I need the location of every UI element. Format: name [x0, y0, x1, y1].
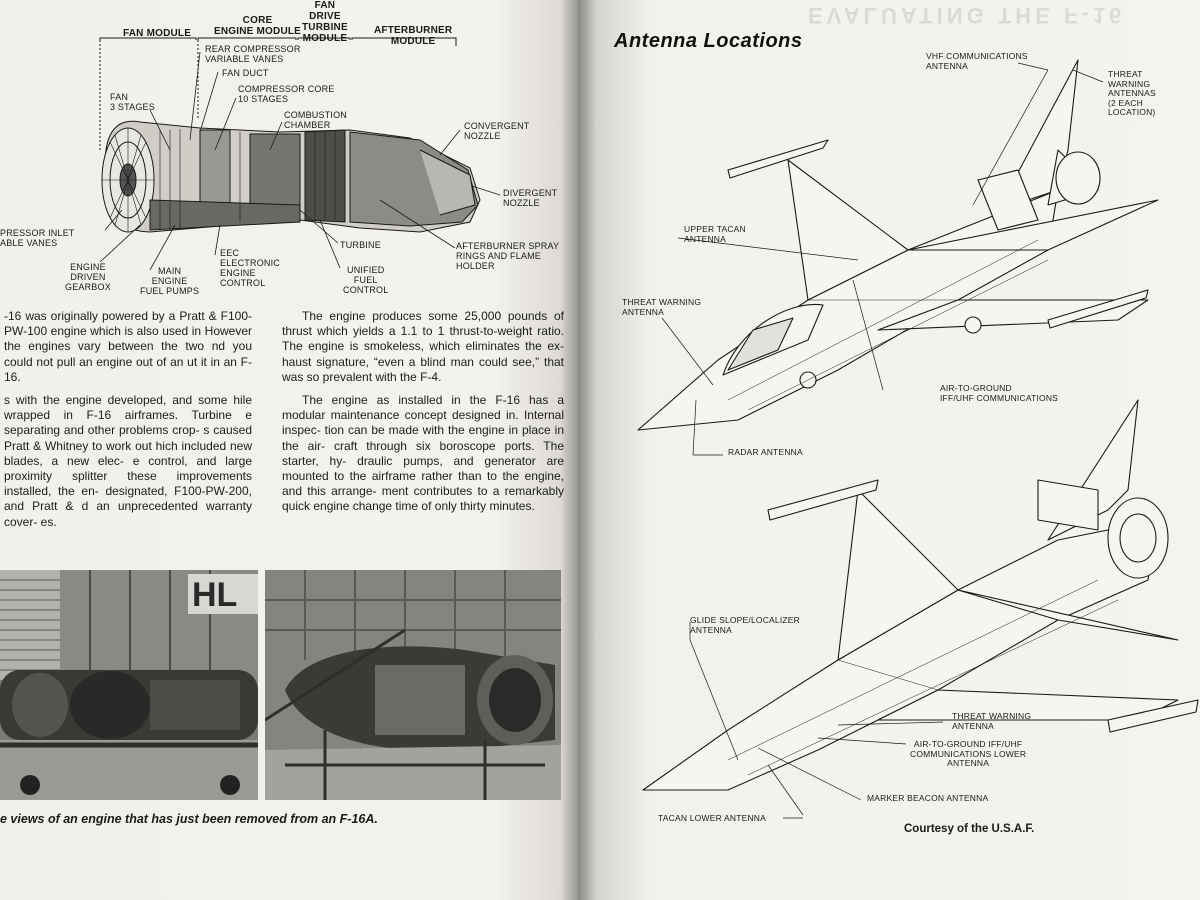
combustion-chamber-label: COMBUSTION CHAMBER — [284, 110, 348, 130]
unified-fuel-control-label: UNIFIED FUEL CONTROL — [343, 265, 389, 295]
engine-drawing — [99, 37, 501, 271]
compressor-core-label: COMPRESSOR CORE 10 STAGES — [238, 84, 335, 104]
threat-warning-left-label: THREAT WARNING ANTENNA — [622, 297, 702, 317]
antenna-locations-diagram: VHF COMMUNICATIONS ANTENNA THREAT WARNIN… — [578, 0, 1200, 900]
section-title: Antenna Locations — [614, 30, 803, 52]
turbine-label: TURBINE — [340, 240, 381, 250]
compressor-inlet-vanes-label: PRESSOR INLET ABLE VANES — [0, 228, 75, 248]
credit-line: Courtesy of the U.S.A.F. — [904, 823, 1035, 835]
glide-slope-label: GLIDE SLOPE/LOCALIZER ANTENNA — [690, 615, 801, 635]
afterburner-module-label: AFTERBURNER MODULE — [374, 25, 453, 47]
afterburner-spray-label: AFTERBURNER SPRAY RINGS AND FLAME HOLDER — [456, 241, 560, 271]
air-to-ground-lower-label: AIR-TO-GROUND IFF/UHF COMMUNICATIONS LOW… — [910, 739, 1027, 769]
threat-warning-antennas-label: THREAT WARNING ANTENNAS (2 EACH LOCATION… — [1108, 69, 1156, 118]
hangar-sign: HL — [192, 576, 238, 614]
eec-label: EEC ELECTRONIC ENGINE CONTROL — [220, 248, 281, 288]
tacan-lower-label: TACAN LOWER ANTENNA — [658, 813, 767, 823]
convergent-nozzle-label: CONVERGENT NOZZLE — [464, 121, 530, 141]
rear-compressor-label: REAR COMPRESSOR VARIABLE VANES — [205, 44, 301, 64]
vhf-antenna-label: VHF COMMUNICATIONS ANTENNA — [926, 51, 1028, 71]
body-text-column-2: The engine produces some 25,000 pounds o… — [282, 309, 564, 523]
right-page — [578, 0, 1200, 900]
paragraph: s with the engine developed, and some hi… — [4, 393, 252, 529]
engine-cutaway-diagram: FAN MODULE CORE ENGINE MODULE FAN DRIVE … — [0, 0, 578, 300]
photo-caption: e views of an engine that has just been … — [0, 812, 378, 826]
air-to-ground-iff-label: AIR-TO-GROUND IFF/UHF COMMUNICATIONS — [940, 383, 1059, 403]
core-engine-module-label: CORE ENGINE MODULE — [214, 15, 302, 37]
f16-line-drawings — [637, 59, 1199, 819]
fan-drive-turbine-module-label: FAN DRIVE TURBINE MODULE — [302, 0, 348, 44]
main-engine-fuel-pumps-label: MAIN ENGINE FUEL PUMPS — [140, 266, 200, 296]
engine-photo-right — [265, 570, 561, 800]
radar-antenna-label: RADAR ANTENNA — [728, 447, 803, 457]
fan-duct-label: FAN DUCT — [222, 68, 269, 78]
fan-module-label: FAN MODULE — [123, 28, 192, 39]
marker-beacon-label: MARKER BEACON ANTENNA — [867, 793, 989, 803]
divergent-nozzle-label: DIVERGENT NOZZLE — [503, 188, 558, 208]
fan-stages-label: FAN 3 STAGES — [110, 92, 155, 112]
book-gutter — [560, 0, 596, 900]
engine-driven-gearbox-label: ENGINE DRIVEN GEARBOX — [65, 262, 111, 292]
body-text-column-1: -16 was originally powered by a Pratt & … — [4, 309, 252, 538]
engine-photo-left: HL — [0, 570, 258, 800]
paragraph: -16 was originally powered by a Pratt & … — [4, 309, 252, 384]
engine-photo-left-image — [0, 570, 258, 800]
threat-warning-lower-label: THREAT WARNING ANTENNA — [952, 711, 1032, 731]
upper-tacan-label: UPPER TACAN ANTENNA — [684, 224, 746, 244]
engine-photo-right-image — [265, 570, 561, 800]
paragraph: The engine produces some 25,000 pounds o… — [282, 309, 564, 384]
paragraph: The engine as installed in the F-16 has … — [282, 393, 564, 514]
